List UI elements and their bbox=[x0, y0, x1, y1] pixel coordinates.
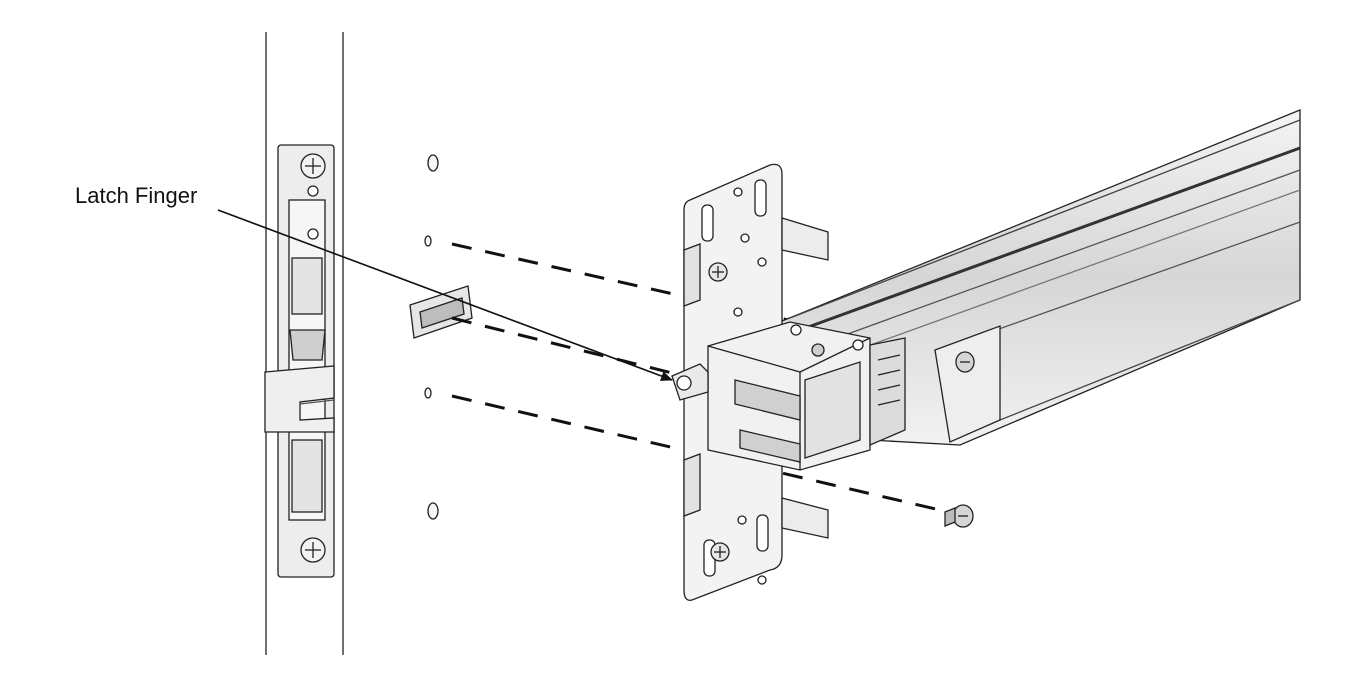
door-mounting-holes bbox=[424, 154, 439, 520]
latch-finger-leader-arrow bbox=[217, 209, 673, 381]
strike-plate bbox=[264, 144, 335, 578]
door-frame bbox=[265, 32, 344, 655]
strike-screw-bottom-icon bbox=[300, 228, 326, 563]
bracket-screw-top-icon bbox=[708, 262, 728, 282]
bracket-screw-bottom-icon bbox=[710, 542, 730, 562]
strike-screw-top-icon bbox=[300, 153, 326, 197]
loose-screw-icon bbox=[944, 504, 974, 528]
mechanism-housing bbox=[707, 321, 906, 471]
latch-finger bbox=[671, 363, 709, 401]
rail-end-screw-icon bbox=[955, 351, 975, 373]
latch-finger-label: Latch Finger bbox=[75, 183, 197, 208]
